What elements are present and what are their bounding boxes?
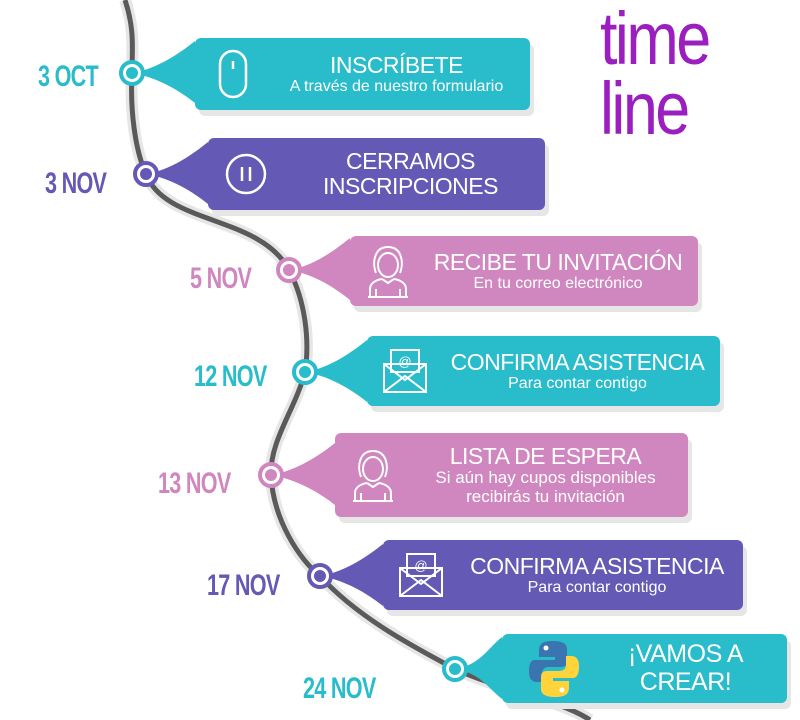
event-date: 3 OCT: [38, 60, 99, 93]
logo-line1: time: [600, 0, 711, 80]
event-date: 17 NOV: [207, 569, 280, 602]
card-pointer: [455, 637, 502, 699]
card-pointer: [320, 544, 383, 606]
event-title: CERRAMOS: [346, 147, 475, 174]
event-title: RECIBE TU INVITACIÓN: [433, 248, 683, 275]
card-pointer: [132, 41, 195, 103]
event-date: 5 NOV: [190, 262, 252, 295]
event-subtitle: Si aún hay cupos disponibles: [435, 467, 656, 487]
svg-text:@: @: [414, 558, 427, 573]
event-subtitle-line2: recibirás tu invitación: [466, 486, 625, 506]
python-logo-icon: [524, 639, 584, 699]
envelope-icon: @: [391, 552, 451, 598]
person-icon: [358, 243, 418, 299]
event-title-line2: CREAR!: [639, 667, 732, 696]
event-title: INSCRÍBETE: [329, 51, 464, 78]
timeline-dot-center: [299, 366, 311, 378]
event-subtitle: En tu correo electrónico: [473, 274, 643, 292]
timeline-dot-center: [265, 469, 277, 481]
event-date: 13 NOV: [158, 467, 231, 500]
card-pointer: [146, 142, 208, 204]
svg-text:@: @: [398, 354, 411, 369]
event-subtitle: A través de nuestro formulario: [289, 77, 504, 95]
mouse-icon: [203, 49, 263, 99]
timeline-logo: time line: [600, 0, 728, 150]
timeline-dot-center: [140, 168, 152, 180]
event-subtitle: Para contar contigo: [527, 578, 667, 596]
timeline-dot-center: [126, 67, 138, 79]
timeline-dot-center: [283, 264, 295, 276]
timeline-dot-center: [314, 570, 326, 582]
pause-icon: [216, 152, 276, 196]
event-title: CONFIRMA ASISTENCIA: [450, 348, 705, 375]
card-pointer: [271, 443, 335, 505]
person-icon: [343, 447, 403, 503]
logo-line2: line: [600, 67, 690, 150]
envelope-icon: @: [375, 348, 435, 394]
event-date: 12 NOV: [194, 360, 267, 393]
card-pointer: [305, 340, 367, 402]
event-date: 24 NOV: [303, 672, 376, 705]
event-title: ¡VAMOS A: [627, 640, 744, 668]
event-title-line2: INSCRIPCIONES: [323, 173, 498, 199]
event-subtitle: Para contar contigo: [508, 374, 647, 392]
event-title: LISTA DE ESPERA: [449, 442, 642, 469]
card-pointer: [289, 238, 350, 300]
event-date: 3 NOV: [45, 167, 107, 200]
timeline-dot-center: [449, 663, 461, 675]
event-title: CONFIRMA ASISTENCIA: [470, 552, 724, 579]
